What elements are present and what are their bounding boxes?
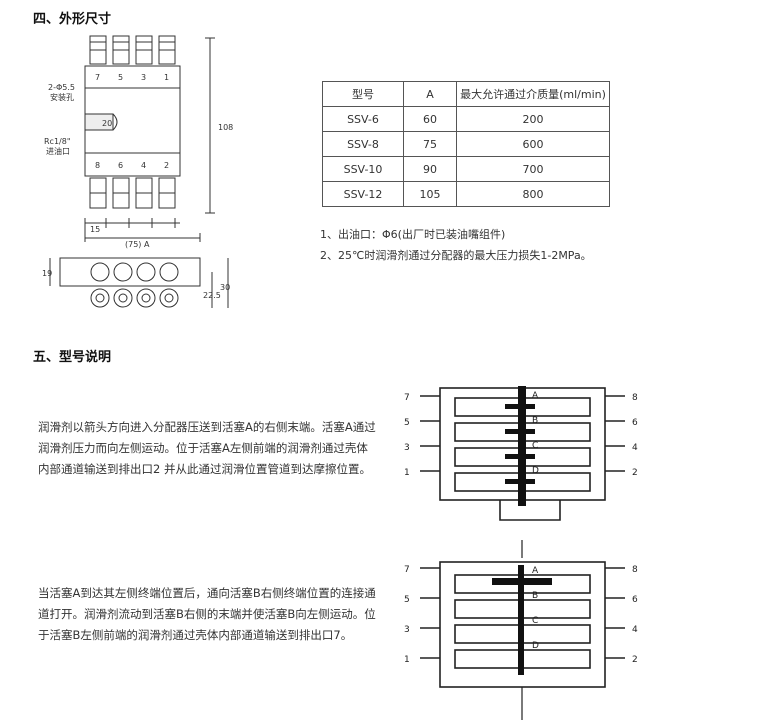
table-header: 最大允许通过介质量(ml/min) xyxy=(456,81,610,107)
note-2: 2、25℃时润滑剂通过分配器的最大压力损失1-2MPa。 xyxy=(320,249,592,262)
paragraph-2: 当活塞A到达其左侧终端位置后，通向活塞B右侧终端位置的连接通 道打开。润滑剂流动… xyxy=(38,583,398,646)
table-cell: 600 xyxy=(456,131,610,157)
outlet-number: 4 xyxy=(632,625,638,635)
piston-label: B xyxy=(532,591,538,601)
outlet-number: 7 xyxy=(404,393,410,403)
outlet-number: 1 xyxy=(404,655,410,665)
table-cell: SSV-6 xyxy=(322,106,404,132)
paragraph-line: 润滑剂以箭头方向进入分配器压送到活塞A的右侧末端。活塞A通过 xyxy=(38,420,376,434)
table-cell: 200 xyxy=(456,106,610,132)
table-row: SSV-6 60 200 xyxy=(322,106,610,132)
table-cell: SSV-10 xyxy=(322,156,404,182)
dim-20: 20 xyxy=(102,119,112,128)
table-cell: 105 xyxy=(403,181,457,207)
outlet-number: 4 xyxy=(632,443,638,453)
piston-label: A xyxy=(532,391,539,401)
outlet-number: 1 xyxy=(404,468,410,478)
table-row: SSV-10 90 700 xyxy=(322,156,610,182)
paragraph-line: 润滑剂压力而向左侧运动。位于活塞A左侧前端的润滑剂通过壳体 xyxy=(38,441,368,455)
piston-label: C xyxy=(532,441,538,451)
outlet-number: 3 xyxy=(404,625,410,635)
table-row: SSV-12 105 800 xyxy=(322,181,610,207)
paragraph-line: 于活塞B左侧前端的润滑剂通过壳体内部通道输送到排出口7。 xyxy=(38,628,353,642)
table-cell: 60 xyxy=(403,106,457,132)
outlet-number: 5 xyxy=(404,418,410,428)
table-cell: 800 xyxy=(456,181,610,207)
outlet-number: 5 xyxy=(404,595,410,605)
table-row: SSV-8 75 600 xyxy=(322,131,610,157)
flow-diagram-1: 7 5 3 1 8 6 4 2 A B C D xyxy=(404,386,638,521)
paragraph-line: 当活塞A到达其左侧终端位置后，通向活塞B右侧终端位置的连接通 xyxy=(38,586,376,600)
dim-15: 15 xyxy=(90,225,100,234)
outlet-number: 6 xyxy=(632,595,638,605)
dimension-drawing: 2-Φ5.5 安装孔 Rc1/8" 进油口 108 20 15 (75) A 1… xyxy=(42,35,233,308)
bottom-outlet-number: 4 xyxy=(141,161,146,170)
outlet-number: 6 xyxy=(632,418,638,428)
spec-table: 型号 A 最大允许通过介质量(ml/min) SSV-6 60 200 SSV-… xyxy=(322,81,610,207)
piston-label: A xyxy=(532,566,539,576)
table-cell: 90 xyxy=(403,156,457,182)
flow-diagram-2: 7 5 3 1 8 6 4 2 A B C D xyxy=(404,540,638,720)
bottom-outlet-number: 8 xyxy=(95,161,100,170)
table-header-row: 型号 A 最大允许通过介质量(ml/min) xyxy=(322,81,610,107)
paragraph-line: 道打开。润滑剂流动到活塞B右侧的末端并使活塞B向左侧运动。位 xyxy=(38,607,376,621)
piston-label: C xyxy=(532,616,538,626)
dim-19: 19 xyxy=(42,269,52,278)
dim-30: 30 xyxy=(220,283,230,292)
piston-label: B xyxy=(532,416,538,426)
table-cell: SSV-12 xyxy=(322,181,404,207)
outlet-number: 8 xyxy=(632,565,638,575)
top-outlet-number: 1 xyxy=(164,73,169,82)
dim-22-5: 22.5 xyxy=(203,291,221,300)
outlet-number: 2 xyxy=(632,655,638,665)
table-cell: SSV-8 xyxy=(322,131,404,157)
inlet-sublabel: 进油口 xyxy=(46,146,70,156)
outlet-number: 8 xyxy=(632,393,638,403)
paragraph-1: 润滑剂以箭头方向进入分配器压送到活塞A的右侧末端。活塞A通过 润滑剂压力而向左侧… xyxy=(38,417,398,480)
dim-A: (75) A xyxy=(125,240,150,249)
bottom-outlet-number: 6 xyxy=(118,161,123,170)
paragraph-line: 内部通道输送到排出口2 并从此通过润滑位置管道到达摩擦位置。 xyxy=(38,462,371,476)
outlet-number: 3 xyxy=(404,443,410,453)
outlet-number: 2 xyxy=(632,468,638,478)
table-cell: 700 xyxy=(456,156,610,182)
top-outlet-number: 5 xyxy=(118,73,123,82)
outlet-number: 7 xyxy=(404,565,410,575)
dim-108: 108 xyxy=(218,123,233,132)
table-header: A xyxy=(403,81,457,107)
note-1: 1、出油口：Φ6(出厂时已装油嘴组件) xyxy=(320,228,506,241)
piston-label: D xyxy=(532,641,539,651)
piston-label: D xyxy=(532,466,539,476)
table-cell: 75 xyxy=(403,131,457,157)
inlet-label: Rc1/8" xyxy=(44,137,71,146)
section-4-heading: 四、外形尺寸 xyxy=(33,12,112,27)
table-header: 型号 xyxy=(322,81,404,107)
section-5-heading: 五、型号说明 xyxy=(33,350,112,365)
bottom-outlet-number: 2 xyxy=(164,161,169,170)
top-outlet-number: 7 xyxy=(95,73,100,82)
mount-hole-sublabel: 安装孔 xyxy=(50,92,74,102)
mount-hole-label: 2-Φ5.5 xyxy=(48,83,75,92)
top-outlet-number: 3 xyxy=(141,73,146,82)
top-fittings xyxy=(89,35,176,65)
